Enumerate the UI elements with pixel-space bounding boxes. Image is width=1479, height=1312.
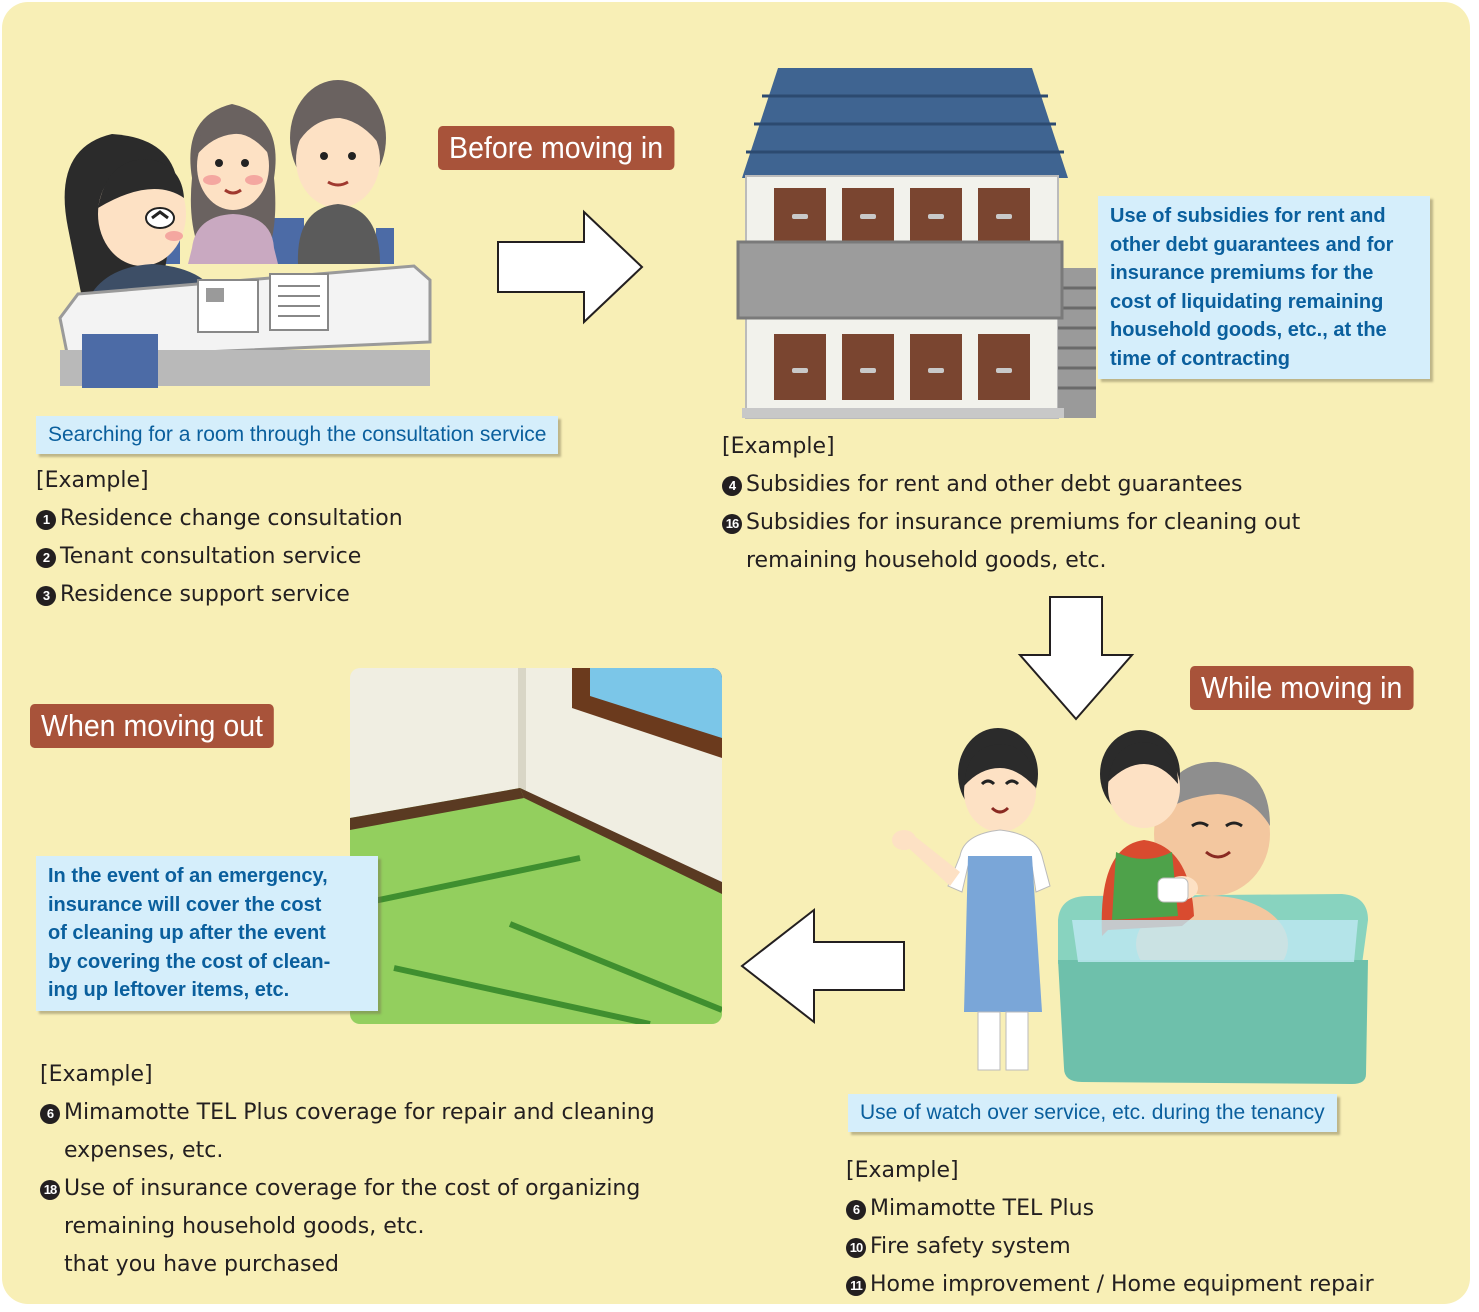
contract-caption: Use of subsidies for rent and other debt… <box>1098 196 1430 379</box>
list-item-text: Fire safety system <box>870 1234 1071 1259</box>
moveout-caption: In the event of an emergency, insurance … <box>36 856 378 1011</box>
number-badge: 2 <box>36 548 56 568</box>
number-badge: 16 <box>722 514 742 534</box>
list-item-text: Residence support service <box>60 582 350 607</box>
number-badge: 3 <box>36 586 56 606</box>
care-bath-illustration <box>892 728 1368 1084</box>
list-item-text: Subsidies for insurance premiums for cle… <box>746 510 1301 535</box>
example-heading: [Example] <box>36 468 149 493</box>
number-badge: 18 <box>40 1180 60 1200</box>
tenancy-caption: Use of watch over service, etc. during t… <box>848 1094 1337 1132</box>
list-item-text: Mimamotte TEL Plus <box>870 1196 1095 1221</box>
apartment-illustration <box>736 68 1096 419</box>
stage-label-before: Before moving in <box>438 126 675 170</box>
list-item-text: Subsidies for rent and other debt guaran… <box>746 472 1243 497</box>
list-item-continuation: expenses, etc. <box>64 1138 224 1163</box>
stage-label-out: When moving out <box>30 704 275 748</box>
arrow-down-icon <box>1017 596 1135 721</box>
stage-label-while: While moving in <box>1190 666 1414 710</box>
example-heading: [Example] <box>722 434 835 459</box>
number-badge: 1 <box>36 510 56 530</box>
number-badge: 6 <box>40 1104 60 1124</box>
consultation-illustration <box>58 80 432 388</box>
arrow-right-icon <box>497 209 644 325</box>
number-badge: 10 <box>846 1238 866 1258</box>
list-item-text: Mimamotte TEL Plus coverage for repair a… <box>64 1100 655 1125</box>
example-heading: [Example] <box>40 1062 153 1087</box>
number-badge: 4 <box>722 476 742 496</box>
number-badge: 6 <box>846 1200 866 1220</box>
list-item-text: Use of insurance coverage for the cost o… <box>64 1176 641 1201</box>
arrow-left-icon <box>740 907 905 1025</box>
list-item-continuation: that you have purchased <box>64 1252 340 1277</box>
tatami-room-illustration <box>350 668 722 1024</box>
list-item-continuation: remaining household goods, etc. <box>64 1214 425 1239</box>
list-item-text: Tenant consultation service <box>60 544 362 569</box>
example-heading: [Example] <box>846 1158 959 1183</box>
number-badge: 11 <box>846 1276 866 1296</box>
list-item-text: Home improvement / Home equipment repair <box>870 1272 1374 1297</box>
consult-caption: Searching for a room through the consult… <box>36 416 559 454</box>
list-item-text: Residence change consultation <box>60 506 403 531</box>
list-item-continuation: remaining household goods, etc. <box>746 548 1107 573</box>
